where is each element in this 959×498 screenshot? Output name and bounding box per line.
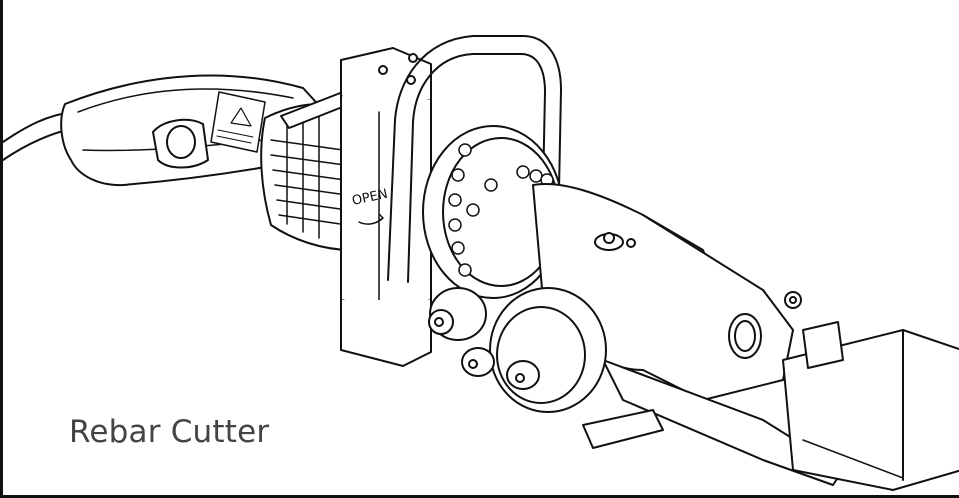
open-label: OPEN [351, 187, 389, 209]
adjustment-knob[interactable] [428, 287, 487, 341]
base-shoe [582, 359, 844, 486]
open-marking: OPEN [351, 187, 389, 225]
small-knob[interactable] [461, 347, 495, 377]
warning-icon [230, 107, 252, 127]
main-flange [422, 125, 564, 299]
pulley-wheel [489, 287, 607, 413]
carry-handle[interactable] [387, 35, 562, 283]
warning-label [210, 91, 266, 153]
caption: Rebar Cutter [69, 414, 270, 450]
motor-housing [260, 102, 352, 251]
motor-handle [60, 74, 326, 187]
hydraulic-cylinder [532, 183, 802, 401]
rebar-cutter-drawing: OPEN [3, 35, 959, 491]
arrow-icon [358, 213, 384, 225]
blade-guard [782, 321, 959, 491]
